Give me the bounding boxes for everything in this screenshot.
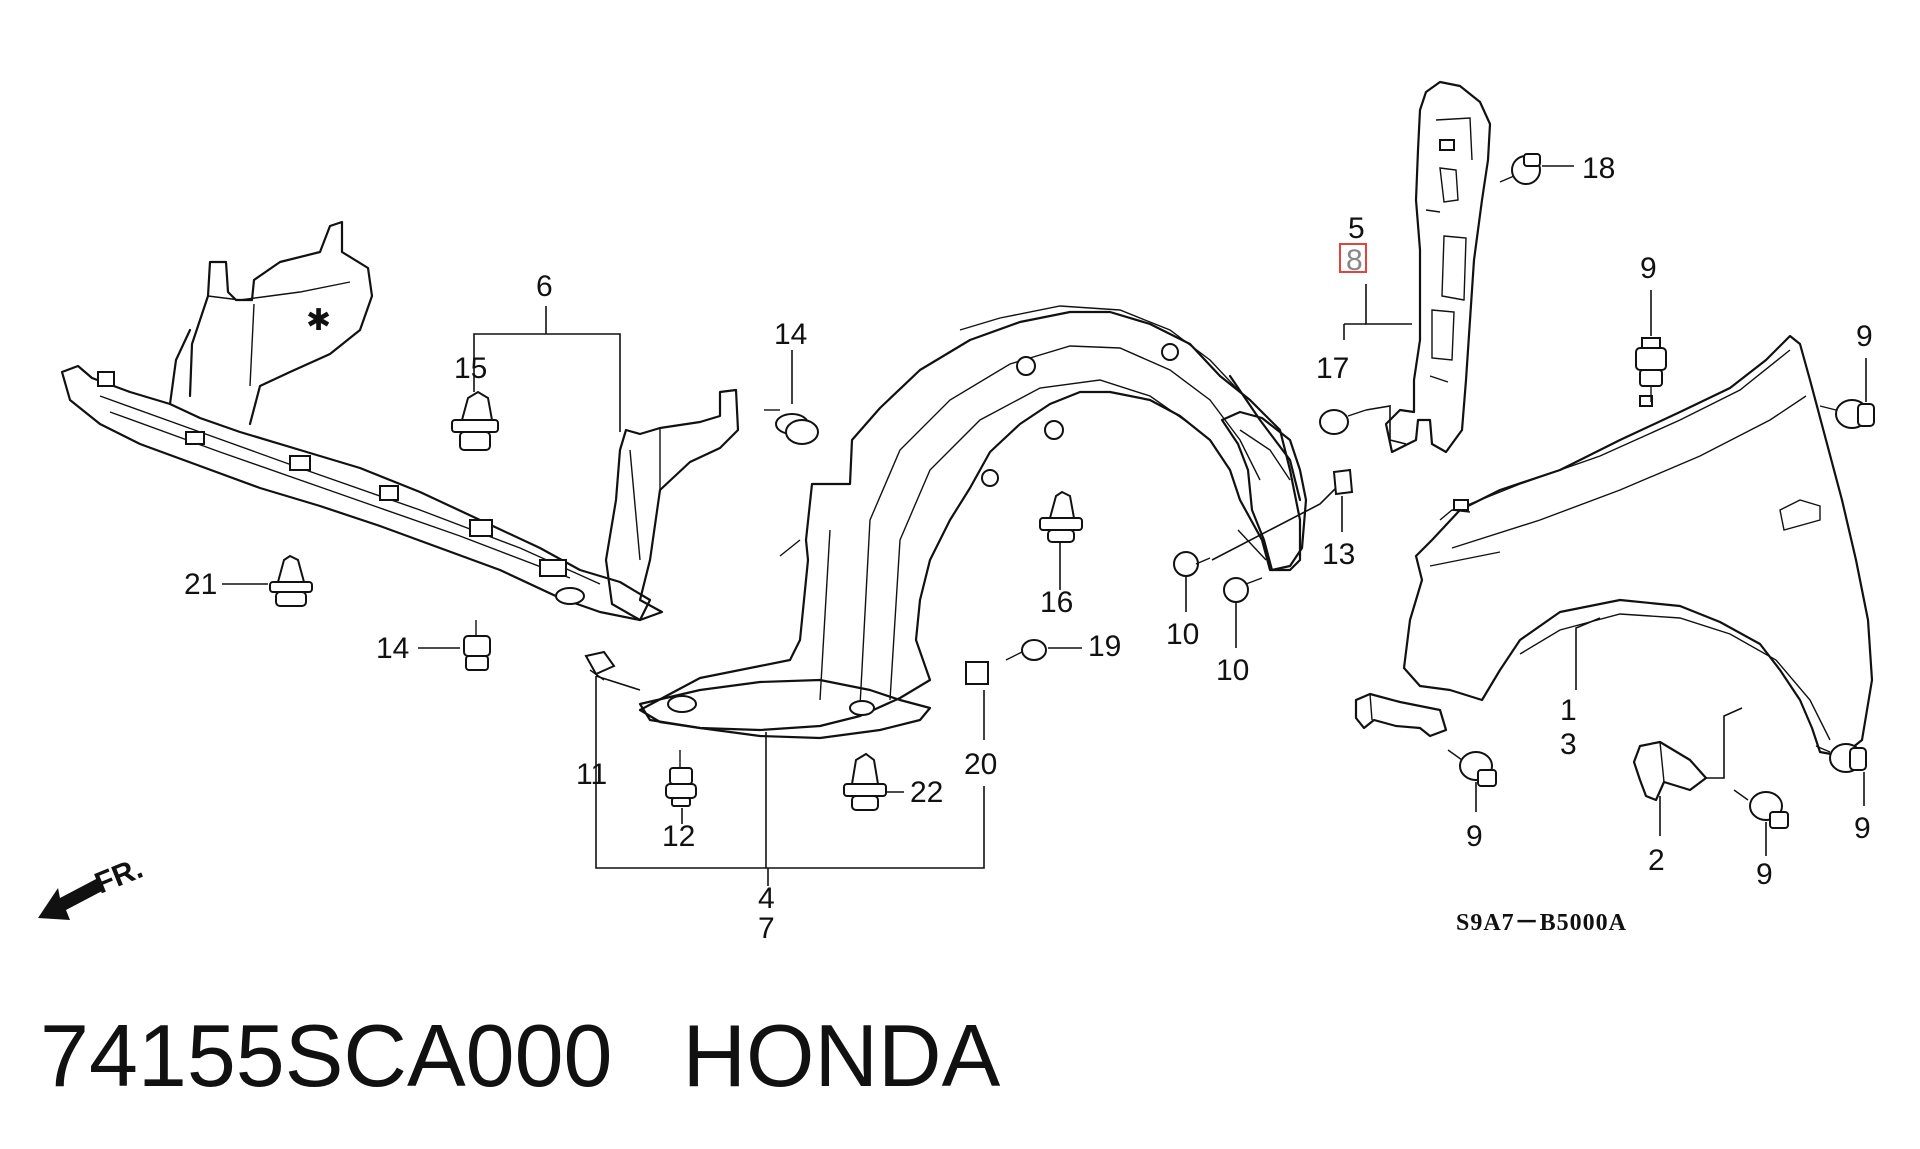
callout-1: 1 xyxy=(1560,694,1577,727)
liner-lower-panel xyxy=(638,678,932,740)
callout-11: 11 xyxy=(576,758,607,791)
diagram-code: S9A7－B5000A xyxy=(1456,910,1627,936)
callout-16: 16 xyxy=(1040,586,1073,619)
direction-label: FR. xyxy=(90,852,147,901)
callout-9-right: 9 xyxy=(1856,320,1873,353)
callout-2: 2 xyxy=(1648,844,1665,877)
rear-splash-panel xyxy=(1220,410,1308,572)
side-air-guide xyxy=(604,388,740,622)
callout-5: 5 xyxy=(1348,212,1365,245)
screw-19-icon xyxy=(1005,639,1047,661)
fasteners xyxy=(269,153,1875,829)
callout-9-top: 9 xyxy=(1640,252,1657,285)
callout-6: 6 xyxy=(536,270,553,303)
brand-name: HONDA xyxy=(682,1006,1001,1105)
bolt-9-low-right-icon xyxy=(1815,743,1867,773)
asterisk-mark: ✱ xyxy=(306,304,331,337)
callout-9-low-right: 9 xyxy=(1854,812,1871,845)
clip-16-icon xyxy=(1039,490,1083,543)
bolt-9-top-icon xyxy=(1635,337,1667,402)
callout-12: 12 xyxy=(662,820,695,853)
fender-bracket-2 xyxy=(1632,740,1708,802)
nut-20-icon xyxy=(965,661,989,685)
callout-8: 8 xyxy=(1346,244,1363,277)
bolt-14-upper-icon xyxy=(764,409,819,445)
bolt-14-lower-icon xyxy=(463,620,491,671)
callout-17: 17 xyxy=(1316,352,1349,385)
callout-7: 7 xyxy=(758,912,775,945)
bolt-9-right-icon xyxy=(1819,399,1875,429)
front-fender xyxy=(1402,334,1874,758)
callout-labels: 1 2 3 4 5 6 7 8 9 9 9 9 9 10 10 11 12 13… xyxy=(184,152,1873,945)
nut-11-icon xyxy=(584,650,616,681)
callout-9-low-left: 9 xyxy=(1466,820,1483,853)
leader-lines xyxy=(222,165,1867,886)
bolt-17-icon xyxy=(1319,409,1367,435)
bolt-9-low-left-icon xyxy=(1447,749,1497,787)
screw-10a-icon xyxy=(1173,551,1211,577)
callout-9-low-mid: 9 xyxy=(1756,858,1773,891)
callout-4: 4 xyxy=(758,882,775,915)
callout-3: 3 xyxy=(1560,728,1577,761)
callout-19: 19 xyxy=(1088,630,1121,663)
nut-13-icon xyxy=(1332,468,1354,496)
bolt-9-low-mid-icon xyxy=(1733,789,1789,829)
clip-21-icon xyxy=(269,554,313,607)
clip-22-icon xyxy=(843,752,887,811)
part-number: 74155SCA000 xyxy=(40,1006,613,1105)
bolt-18-icon xyxy=(1499,153,1541,185)
front-splash-shield: ✱ xyxy=(60,220,652,622)
bolt-12-icon xyxy=(665,750,697,807)
callout-14-upper: 14 xyxy=(774,318,807,351)
clip-15-icon xyxy=(451,390,499,451)
callout-20: 20 xyxy=(964,748,997,781)
callout-8-highlight xyxy=(1339,243,1367,273)
fender-liner xyxy=(638,305,1302,732)
callout-22: 22 xyxy=(910,776,943,809)
callout-18: 18 xyxy=(1582,152,1615,185)
callout-14-lower: 14 xyxy=(376,632,409,665)
callout-21: 21 xyxy=(184,568,217,601)
fender-lower-bracket xyxy=(1354,692,1448,738)
callout-15: 15 xyxy=(454,352,487,385)
callout-13: 13 xyxy=(1322,538,1355,571)
callout-10-b: 10 xyxy=(1216,654,1249,687)
front-direction-arrow-icon: FR. xyxy=(38,852,147,920)
screw-10b-icon xyxy=(1223,577,1263,603)
callout-10-a: 10 xyxy=(1166,618,1199,651)
fender-side-shield xyxy=(1384,80,1492,454)
